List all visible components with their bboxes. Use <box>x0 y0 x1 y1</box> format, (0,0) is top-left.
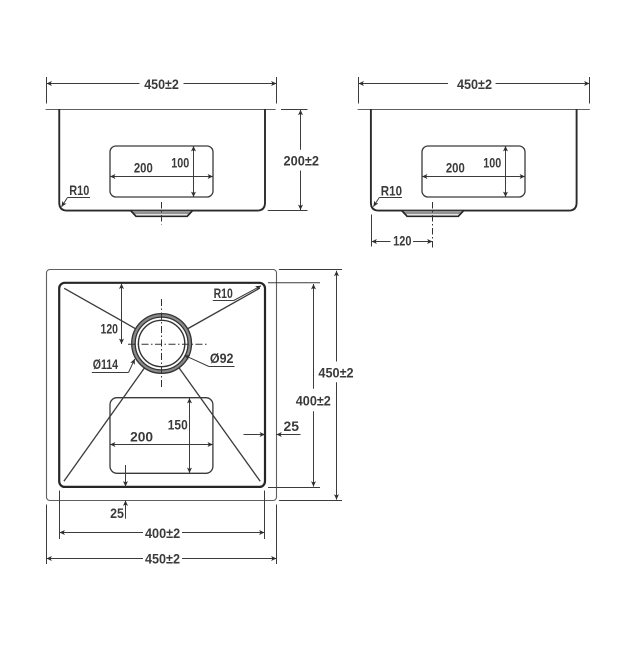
svg-text:100: 100 <box>171 155 189 171</box>
svg-text:Ø114: Ø114 <box>93 356 119 372</box>
svg-text:R10: R10 <box>69 182 89 198</box>
svg-text:100: 100 <box>483 155 501 171</box>
svg-text:450±2: 450±2 <box>318 364 353 380</box>
svg-text:150: 150 <box>168 417 188 433</box>
svg-text:200: 200 <box>130 429 153 445</box>
svg-text:25: 25 <box>110 505 124 521</box>
svg-text:200: 200 <box>134 160 153 176</box>
svg-text:120: 120 <box>101 320 119 336</box>
svg-text:R10: R10 <box>214 285 233 301</box>
svg-text:400±2: 400±2 <box>296 393 331 409</box>
svg-text:200±2: 200±2 <box>284 153 320 169</box>
svg-text:R10: R10 <box>381 183 402 199</box>
svg-text:450±2: 450±2 <box>144 76 179 92</box>
svg-text:200: 200 <box>446 160 465 176</box>
svg-text:120: 120 <box>393 233 411 249</box>
svg-text:Ø92: Ø92 <box>210 350 234 366</box>
svg-text:450±2: 450±2 <box>145 551 180 567</box>
svg-text:400±2: 400±2 <box>145 525 180 541</box>
svg-text:25: 25 <box>284 418 300 434</box>
svg-text:450±2: 450±2 <box>457 76 492 92</box>
